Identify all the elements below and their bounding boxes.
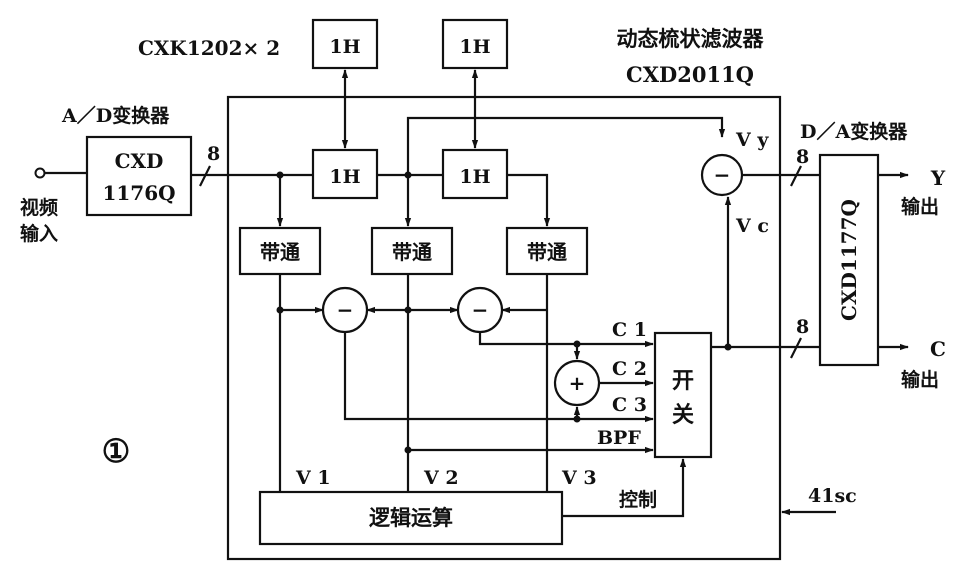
- bandpass-filter-1: [238, 226, 322, 276]
- adc-title: A／D变换器: [61, 104, 170, 127]
- internal-1h-delay-a-label: 1H: [329, 166, 360, 188]
- vy-label: V y: [735, 129, 769, 151]
- switch-label-line2: 关: [672, 403, 694, 428]
- chip-title-model: CXD2011Q: [626, 62, 754, 87]
- v1-label: V 1: [295, 467, 331, 489]
- video-input-label-line2: 输入: [20, 222, 58, 245]
- comb-filter-chip-frame: [226, 95, 782, 561]
- chroma-adder-sign: +: [569, 371, 586, 395]
- c-output-label-line1: C: [930, 337, 946, 361]
- dac-name: CXD1177Q: [837, 199, 861, 321]
- external-1h-delay-b: [441, 18, 509, 70]
- internal-1h-delay-a: [311, 148, 379, 200]
- bus-width-y: 8: [796, 146, 809, 168]
- adc-name-line2: 1176Q: [102, 181, 175, 205]
- video-input-label-line1: 视频: [20, 196, 58, 219]
- external-1h-delay-b-label: 1H: [459, 36, 490, 58]
- delay-chip-label: CXK1202× 2: [138, 36, 280, 60]
- c-output-label-line2: 输出: [901, 368, 939, 391]
- bandpass-filter-3-label: 带通: [527, 240, 567, 264]
- bandpass-filter-2-label: 带通: [392, 240, 432, 264]
- adc-name-line1: CXD: [115, 149, 164, 173]
- c3-label: C 3: [612, 394, 647, 416]
- bus-slash-c: [790, 337, 802, 359]
- y-output-label-line1: Y: [930, 166, 946, 190]
- bpf-label: BPF: [597, 427, 641, 449]
- bus-width-c: 8: [796, 316, 809, 338]
- figure-number: ①: [102, 432, 131, 470]
- y-subtractor-sign: −: [714, 163, 731, 187]
- switch-block: [653, 331, 713, 459]
- bus-slash-y: [790, 165, 802, 187]
- bus-width-adc: 8: [207, 143, 220, 165]
- switch-label-line1: 开: [672, 369, 694, 394]
- chroma-subtractor-1-sign: −: [337, 298, 354, 322]
- chroma-subtractor-2-sign: −: [472, 298, 489, 322]
- c1-label: C 1: [612, 319, 647, 341]
- internal-1h-delay-b-label: 1H: [459, 166, 490, 188]
- chip-title-chinese: 动态梳状滤波器: [617, 27, 765, 51]
- logic-unit: [258, 490, 564, 546]
- v2-label: V 2: [423, 467, 459, 489]
- control-label: 控制: [619, 488, 657, 511]
- logic-unit-label: 逻辑运算: [369, 506, 453, 530]
- vc-label: V c: [735, 215, 769, 237]
- clock-label: 41sc: [808, 485, 857, 507]
- bus-slash-adc: [199, 165, 211, 187]
- external-1h-delay-a-label: 1H: [329, 36, 360, 58]
- y-output-label-line2: 输出: [901, 195, 939, 218]
- video-input-terminal: [34, 167, 46, 179]
- bandpass-filter-1-label: 带通: [260, 240, 300, 264]
- bandpass-filter-2: [370, 226, 454, 276]
- external-1h-delay-a: [311, 18, 379, 70]
- bandpass-filter-3: [505, 226, 589, 276]
- v3-label: V 3: [561, 467, 597, 489]
- c2-label: C 2: [612, 358, 647, 380]
- dac-title: D／A变换器: [800, 120, 908, 143]
- dac-block: [818, 153, 880, 367]
